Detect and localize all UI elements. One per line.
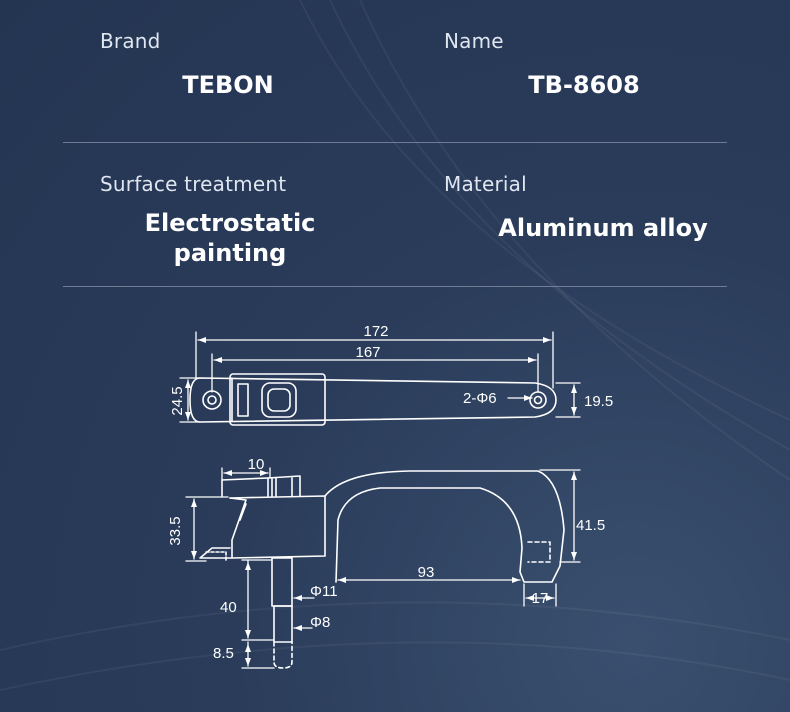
brand-label: Brand	[100, 29, 161, 53]
dim-pin-dia: Φ8	[310, 614, 330, 631]
dim-top-tab: 10	[248, 456, 265, 473]
surface-value-line2: painting	[173, 239, 287, 267]
side-view	[199, 470, 565, 669]
technical-drawing: 172 167 24.5 2-Φ6 19.5 10 33.5 41.5 93 1…	[167, 323, 613, 669]
dim-width-right: 19.5	[584, 393, 613, 410]
dim-foot-width: 17	[532, 590, 549, 607]
name-value: TB-8608	[528, 71, 640, 99]
divider-1	[63, 142, 727, 143]
dim-shaft-dia: Φ11	[310, 583, 338, 600]
left-hole	[202, 390, 222, 410]
dim-width-left: 24.5	[169, 386, 186, 415]
dim-hole-spacing: 167	[355, 344, 380, 361]
material-label: Material	[444, 172, 527, 196]
divider-2	[63, 286, 727, 287]
dim-handle-height: 41.5	[576, 517, 605, 534]
name-label: Name	[444, 29, 504, 53]
dim-overall-length: 172	[363, 323, 388, 340]
arrowheads	[185, 337, 577, 666]
top-view	[189, 373, 557, 426]
brand-value: TEBON	[182, 71, 274, 99]
right-hole	[529, 391, 547, 409]
surface-value: Electrostatic painting	[135, 208, 325, 268]
surface-label: Surface treatment	[100, 172, 287, 196]
spec-row-2: Surface treatment Electrostatic painting…	[63, 143, 727, 286]
dim-side-height: 33.5	[167, 516, 184, 545]
dim-pin-length: 8.5	[213, 645, 234, 662]
dim-grip-span: 93	[418, 564, 435, 581]
surface-value-line1: Electrostatic	[144, 209, 316, 237]
spec-row-1: Brand TEBON Name TB-8608	[63, 0, 727, 143]
material-value: Aluminum alloy	[498, 214, 708, 242]
dim-shaft-length: 40	[220, 599, 237, 616]
top-view-dimensions	[179, 331, 581, 423]
dim-hole-callout: 2-Φ6	[463, 390, 497, 407]
